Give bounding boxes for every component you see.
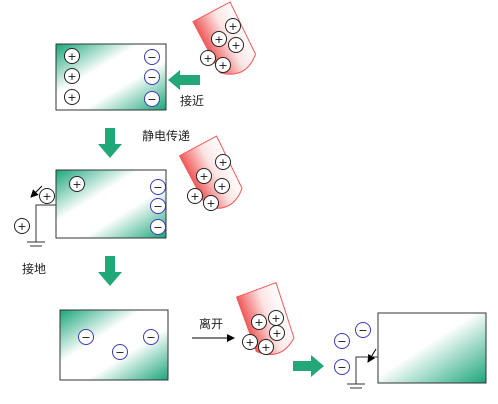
negative-charge: −: [143, 329, 159, 345]
positive-charge: +: [258, 339, 274, 355]
svg-text:−: −: [147, 93, 156, 106]
svg-text:+: +: [67, 50, 76, 63]
positive-charge: +: [39, 188, 55, 204]
positive-charge: +: [14, 218, 30, 234]
svg-text:+: +: [42, 190, 51, 203]
positive-charge: +: [215, 57, 231, 73]
flow-arrow-final: [367, 348, 377, 363]
svg-text:+: +: [190, 190, 199, 203]
svg-text:+: +: [67, 91, 76, 104]
positive-charge: +: [64, 68, 80, 84]
positive-charge: +: [225, 18, 241, 34]
negative-charge: −: [144, 69, 160, 85]
plate-3: [59, 309, 169, 381]
svg-text:+: +: [199, 170, 208, 183]
svg-text:+: +: [217, 180, 226, 193]
positive-charge: +: [64, 89, 80, 105]
svg-text:+: +: [254, 316, 263, 329]
svg-text:+: +: [228, 20, 237, 33]
svg-text:+: +: [271, 312, 280, 325]
positive-charge: +: [64, 48, 80, 64]
svg-text:+: +: [214, 33, 223, 46]
label-leave: 离开: [199, 317, 224, 331]
plate-4: [377, 312, 487, 384]
svg-text:+: +: [218, 59, 227, 72]
negative-charge: −: [355, 322, 371, 338]
positive-charge: +: [242, 334, 258, 350]
positive-charge: +: [69, 176, 85, 192]
negative-charge: −: [78, 329, 94, 345]
arrow-right-final: [293, 355, 324, 377]
arrow-down-2: [98, 256, 122, 286]
svg-text:−: −: [153, 221, 162, 234]
arrow-approach: [168, 70, 200, 90]
svg-text:+: +: [272, 327, 281, 340]
label-transfer: 静电传递: [142, 129, 191, 143]
negative-charge: −: [334, 333, 350, 349]
positive-charge: +: [268, 310, 284, 326]
positive-charge: +: [187, 188, 203, 204]
svg-text:+: +: [206, 197, 215, 210]
svg-text:+: +: [261, 341, 270, 354]
svg-text:−: −: [337, 335, 346, 348]
negative-charge: −: [144, 91, 160, 107]
svg-text:−: −: [147, 51, 156, 64]
negative-charge: −: [150, 198, 166, 214]
svg-text:+: +: [245, 336, 254, 349]
negative-charge: −: [112, 344, 128, 360]
positive-charge: +: [228, 37, 244, 53]
svg-text:−: −: [358, 324, 367, 337]
positive-charge: +: [211, 31, 227, 47]
svg-text:+: +: [203, 52, 212, 65]
positive-charge: +: [215, 154, 231, 170]
charges-layer: +++−−−++++++−−−+++++++−−−+++++−−−: [14, 18, 371, 375]
positive-charge: +: [269, 325, 285, 341]
positive-charge: +: [203, 195, 219, 211]
negative-charge: −: [144, 49, 160, 65]
label-approach: 接近: [180, 94, 205, 108]
svg-text:−: −: [81, 331, 90, 344]
negative-charge: −: [150, 179, 166, 195]
positive-charge: +: [200, 50, 216, 66]
svg-text:−: −: [337, 361, 346, 374]
svg-text:+: +: [218, 156, 227, 169]
svg-text:+: +: [231, 39, 240, 52]
svg-text:−: −: [147, 71, 156, 84]
positive-charge: +: [251, 314, 267, 330]
svg-text:−: −: [146, 331, 155, 344]
svg-text:+: +: [17, 220, 26, 233]
flow-arrow-ground: [30, 185, 43, 198]
positive-charge: +: [214, 178, 230, 194]
svg-text:−: −: [115, 346, 124, 359]
arrow-down-1: [98, 128, 122, 158]
svg-text:−: −: [153, 181, 162, 194]
label-ground: 接地: [22, 262, 47, 276]
negative-charge: −: [334, 359, 350, 375]
positive-charge: +: [196, 168, 212, 184]
negative-charge: −: [150, 219, 166, 235]
svg-text:+: +: [72, 178, 81, 191]
ground-symbol-4: [347, 356, 378, 389]
svg-text:+: +: [67, 70, 76, 83]
ground-symbol-2: [27, 204, 56, 247]
svg-text:−: −: [153, 200, 162, 213]
